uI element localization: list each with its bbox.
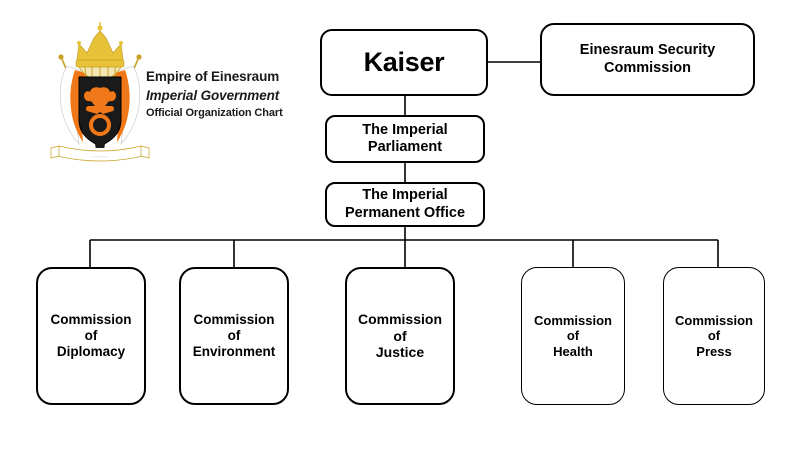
commission-3-line1: Commission [533, 313, 612, 328]
node-security-commission[interactable]: Einesraum Security Commission [540, 23, 755, 96]
node-security-line1: Einesraum Security [579, 42, 716, 59]
commission-3-line3: Health [553, 343, 593, 359]
node-parliament-line1: The Imperial [362, 121, 448, 138]
commission-0-line3: Diplomacy [56, 343, 126, 359]
node-imperial-permanent-office[interactable]: The Imperial Permanent Office [325, 182, 485, 227]
node-kaiser[interactable]: Kaiser [320, 29, 488, 96]
node-permanent-line2: Permanent Office [344, 204, 466, 221]
chart-title-block: Empire of Einesraum Imperial Government … [146, 68, 326, 122]
commission-1-line2: of [227, 328, 241, 344]
node-commission-diplomacy[interactable]: Commission of Diplomacy [36, 267, 146, 405]
commission-4-line3: Press [696, 343, 732, 359]
commission-2-line1: Commission [357, 311, 442, 328]
node-commission-press[interactable]: Commission of Press [663, 267, 765, 405]
node-parliament-line2: Parliament [367, 139, 443, 155]
node-commission-environment[interactable]: Commission of Environment [179, 267, 289, 405]
commission-2-line2: of [393, 327, 407, 344]
svg-text:· · · · · · · ·: · · · · · · · · [92, 155, 108, 159]
chart-subtitle: Official Organization Chart [146, 107, 283, 119]
node-commission-health[interactable]: Commission of Health [521, 267, 625, 405]
node-kaiser-label: Kaiser [363, 46, 445, 77]
node-imperial-parliament[interactable]: The Imperial Parliament [325, 115, 485, 163]
commission-0-line2: of [84, 328, 98, 344]
node-permanent-line1: The Imperial [362, 187, 448, 204]
node-commission-justice[interactable]: Commission of Justice [345, 267, 455, 405]
empire-name: Empire of Einesraum [146, 69, 280, 84]
government-name: Imperial Government [146, 88, 280, 103]
imperial-coat-of-arms-icon: · · · · · · · · [45, 22, 155, 167]
commission-3-line2: of [566, 328, 580, 344]
commission-2-line3: Justice [375, 344, 425, 361]
commission-0-line1: Commission [50, 312, 132, 328]
commission-1-line3: Environment [192, 343, 276, 359]
commission-1-line1: Commission [193, 312, 275, 328]
node-security-line2: Commission [603, 59, 691, 76]
commission-4-line1: Commission [674, 313, 753, 328]
commission-4-line2: of [707, 328, 721, 344]
